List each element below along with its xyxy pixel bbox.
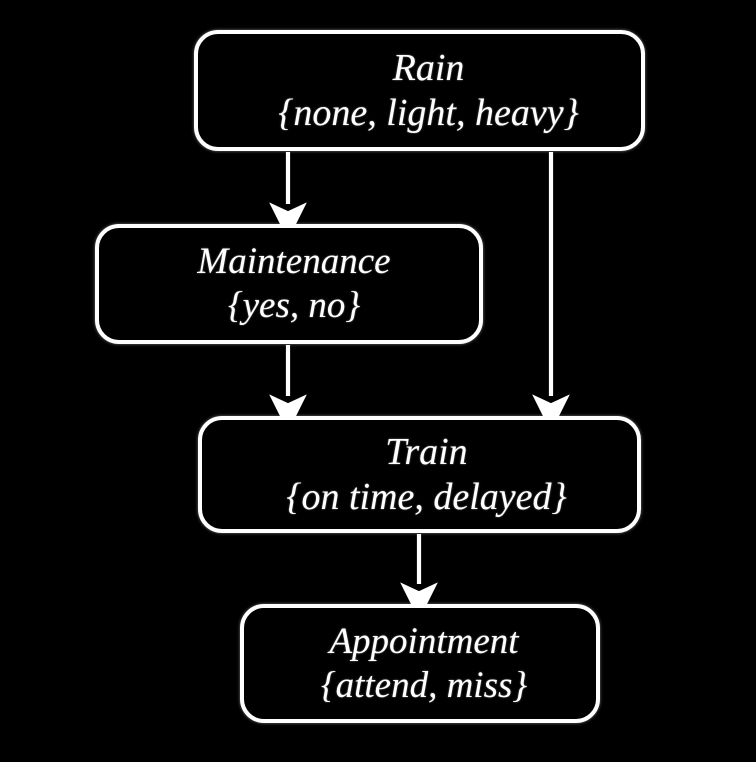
node-rain[interactable]: Rain {none, light, heavy}: [194, 30, 645, 151]
node-train[interactable]: Train {on time, delayed}: [198, 416, 641, 533]
node-rain-title: Rain: [392, 46, 465, 89]
node-train-title: Train: [385, 430, 468, 473]
node-appointment-states: {attend, miss}: [320, 664, 528, 706]
node-maintenance[interactable]: Maintenance {yes, no}: [95, 224, 483, 344]
node-train-states: {on time, delayed}: [286, 475, 567, 518]
node-appointment-title: Appointment: [329, 620, 519, 662]
node-maintenance-title: Maintenance: [197, 241, 391, 283]
node-maintenance-states: {yes, no}: [227, 285, 361, 326]
node-appointment[interactable]: Appointment {attend, miss}: [240, 604, 600, 723]
node-rain-states: {none, light, heavy}: [278, 91, 579, 134]
